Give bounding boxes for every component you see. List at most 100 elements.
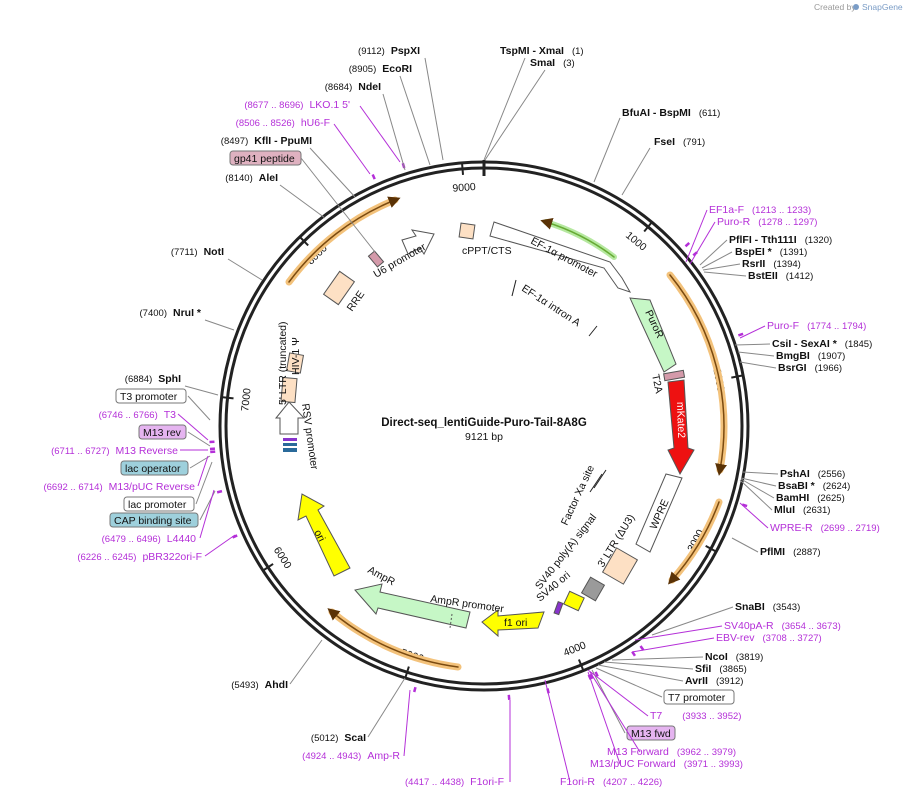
svg-text:T7(3933 .. 3952): T7(3933 .. 3952) <box>650 710 741 722</box>
svg-text:Puro-R(1278 .. 1297): Puro-R(1278 .. 1297) <box>717 216 817 228</box>
svg-text:SmaI(3): SmaI(3) <box>530 57 575 69</box>
svg-text:(7711)NotI: (7711)NotI <box>171 246 224 258</box>
svg-text:BspEI *(1391): BspEI *(1391) <box>735 246 807 258</box>
site-tspmi-xmai: TspMI - XmaI <box>500 45 564 57</box>
svg-text:EBV-rev(3708 .. 3727): EBV-rev(3708 .. 3727) <box>716 632 822 644</box>
site-bsrgi: BsrGI <box>778 362 807 374</box>
primer-ebvrev: EBV-rev <box>716 632 755 644</box>
orf-arcs <box>285 196 728 671</box>
primer-m13puc-rev: M13/pUC Reverse <box>109 481 196 493</box>
tick-mark-3000 <box>705 545 717 553</box>
feature-ampr-shape <box>354 583 471 629</box>
svg-text:BamHI(2625): BamHI(2625) <box>776 492 845 504</box>
credit-created-by: Created by <box>814 2 856 12</box>
svg-text:(4924 .. 4943)Amp-R: (4924 .. 4943)Amp-R <box>302 750 400 762</box>
site-avrii: AvrII <box>685 675 708 687</box>
tick-label-9000: 9000 <box>452 181 476 195</box>
svg-text:WPRE-R(2699 .. 2719): WPRE-R(2699 .. 2719) <box>770 522 880 534</box>
box-cap-binding-site: CAP binding site <box>114 515 192 527</box>
label-ori: ori <box>311 528 327 544</box>
feature-gp41-box <box>367 250 385 268</box>
label-rsv-promoter: RSV promoter <box>299 403 320 471</box>
primer-mark-2 <box>684 242 691 248</box>
site-sfii: SfiI <box>695 663 711 675</box>
svg-text:(6226 .. 6245)pBR322ori-F: (6226 .. 6245)pBR322ori-F <box>77 551 202 563</box>
primer-t7: T7 <box>650 710 662 722</box>
svg-text:(6884)SphI: (6884)SphI <box>125 373 181 385</box>
tick-label-6000: 6000 <box>271 545 294 571</box>
svg-text:Puro-F(1774 .. 1794): Puro-F(1774 .. 1794) <box>767 320 866 332</box>
plasmid-name: Direct-seq_lentiGuide-Puro-Tail-8A8G <box>381 417 587 429</box>
primer-sv40par: SV40pA-R <box>724 620 774 632</box>
site-alei: AleI <box>259 172 278 184</box>
feature-t2a-box <box>663 369 686 382</box>
primer-f1orif: F1ori-F <box>470 776 504 788</box>
svg-text:AvrII(3912): AvrII(3912) <box>685 675 743 687</box>
site-bamhi: BamHI <box>776 492 809 504</box>
site-labels: (9112)PspXI TspMI - XmaI(1) SmaI(3) (890… <box>125 45 872 744</box>
primer-puror: Puro-R <box>717 216 751 228</box>
tick-mark-6000 <box>262 563 274 572</box>
site-ecori: EcoRI <box>382 63 412 75</box>
tick-mark-8000 <box>299 236 309 247</box>
svg-text:RsrII(1394): RsrII(1394) <box>742 258 801 270</box>
site-ncoi: NcoI <box>705 651 728 663</box>
svg-text:(8497)KflI - PpuMI: (8497)KflI - PpuMI <box>221 135 312 147</box>
primer-lko1: LKO.1 5' <box>309 99 350 111</box>
primer-f1orir: F1ori-R <box>560 776 595 788</box>
primer-wprer: WPRE-R <box>770 522 813 534</box>
svg-text:CsiI - SexAI *(1845): CsiI - SexAI *(1845) <box>772 338 872 350</box>
site-sphi: SphI <box>158 373 181 385</box>
site-bfuai-bspmi: BfuAI - BspMI <box>622 107 691 119</box>
site-bsteii: BstEII <box>748 270 778 282</box>
svg-text:(5493)AhdI: (5493)AhdI <box>231 679 288 691</box>
features <box>274 221 695 638</box>
primer-mark-8 <box>594 671 599 677</box>
primer-t3: T3 <box>164 409 176 421</box>
label-t2a: T2A <box>649 373 665 394</box>
primer-purof: Puro-F <box>767 320 799 332</box>
feature-cap-mark <box>283 448 297 452</box>
feature-cppt-box <box>458 222 476 240</box>
svg-text:BsaBI *(2624): BsaBI *(2624) <box>778 480 850 492</box>
credit-brand: SnapGene <box>862 2 903 12</box>
label-5ltr: 5' LTR (truncated) <box>277 321 289 405</box>
svg-text:M13/pUC Forward(3971 .. 3993): M13/pUC Forward(3971 .. 3993) <box>590 758 743 770</box>
svg-text:(8684)NdeI: (8684)NdeI <box>325 81 381 93</box>
box-lac-operator: lac operator <box>125 463 181 475</box>
primer-hu6f: hU6-F <box>301 117 330 129</box>
svg-text:(7400)NruI *: (7400)NruI * <box>140 307 202 319</box>
site-bsabi: BsaBI * <box>778 480 816 492</box>
feature-mkate2-shape <box>667 379 695 476</box>
feature-3ltr-box <box>601 547 639 585</box>
svg-text:TspMI - XmaI(1): TspMI - XmaI(1) <box>500 45 584 57</box>
tick-label-4000: 4000 <box>562 639 588 659</box>
feature-sv40ori-box <box>563 590 585 612</box>
box-m13-fwd: M13 fwd <box>631 728 671 740</box>
box-lac-promoter: lac promoter <box>128 499 187 511</box>
site-ahdi: AhdI <box>265 679 288 691</box>
svg-text:(6711 .. 6727)M13 Reverse: (6711 .. 6727)M13 Reverse <box>51 445 178 457</box>
svg-text:PflMI(2887): PflMI(2887) <box>760 546 821 558</box>
svg-text:(6692 .. 6714)M13/pUC Reverse: (6692 .. 6714)M13/pUC Reverse <box>43 481 195 493</box>
label-mkate2: mKate2 <box>674 402 687 439</box>
site-rsrii: RsrII <box>742 258 765 270</box>
site-mlui: MluI <box>774 504 795 516</box>
svg-text:EF1a-F(1213 .. 1233): EF1a-F(1213 .. 1233) <box>709 204 811 216</box>
svg-text:(8506 .. 8526)hU6-F: (8506 .. 8526)hU6-F <box>236 117 330 129</box>
label-ef1a-intron: EF-1α intron A <box>519 282 582 329</box>
label-hiv-psi: HIV-1 Ψ <box>290 337 302 375</box>
site-ndei: NdeI <box>358 81 381 93</box>
svg-text:(8905)EcoRI: (8905)EcoRI <box>349 63 412 75</box>
feature-rre-box <box>322 270 356 306</box>
svg-text:BmgBI(1907): BmgBI(1907) <box>776 350 845 362</box>
svg-text:(8140)AleI: (8140)AleI <box>225 172 278 184</box>
tick-label-7000: 7000 <box>239 387 254 412</box>
feature-5ltr-box <box>280 376 298 404</box>
primer-m13fwd: M13 Forward <box>607 746 669 758</box>
site-pshai: PshAI <box>780 468 810 480</box>
primer-mark-13 <box>412 686 417 693</box>
svg-text:M13 Forward(3962 .. 3979): M13 Forward(3962 .. 3979) <box>607 746 736 758</box>
primer-pbr322orif: pBR322ori-F <box>142 551 202 563</box>
